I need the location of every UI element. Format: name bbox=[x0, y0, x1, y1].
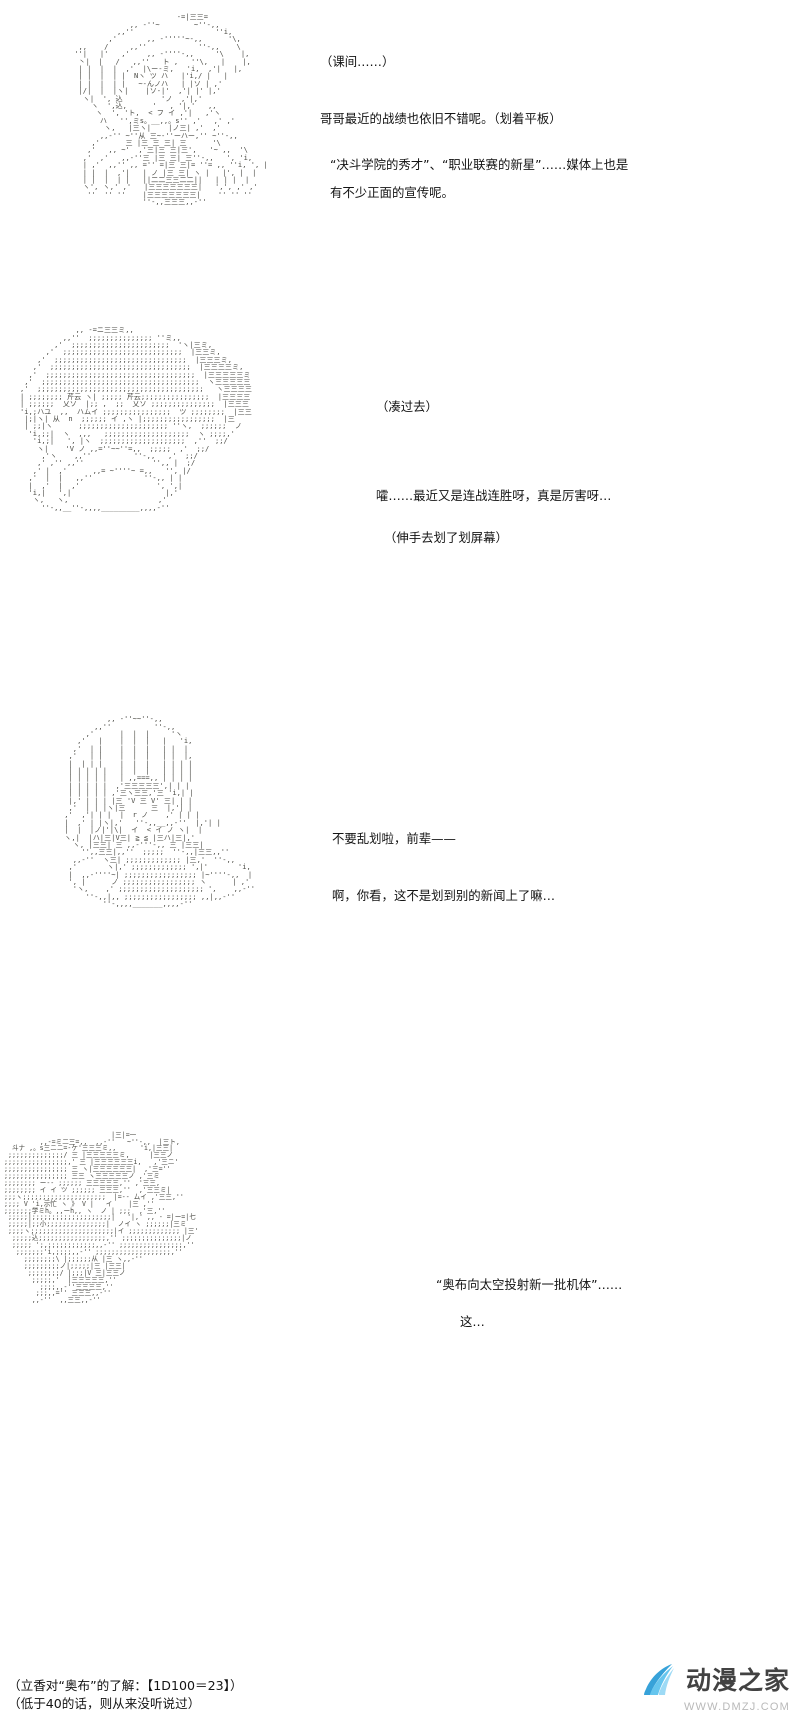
panel-3-dialogue-line-2: 啊，你看，这不是划到别的新闻上了嘛… bbox=[332, 888, 556, 903]
panel-2-dialogue-line-1: （凑过去） bbox=[376, 399, 438, 414]
panel-3: ,, -''~~''-,, ,,'' ''-,, ,' | | | 'ヽ ,' … bbox=[0, 700, 800, 1100]
footer-note: （立香对“奥布”的了解：【1D100＝23】） （低于40的话，则从来没听说过） bbox=[8, 1677, 243, 1713]
footer-line-2: （低于40的话，则从来没听说过） bbox=[8, 1696, 201, 1711]
ascii-art-girl-with-tablet: -=|三三= ,, -''~ ~''-,, ,,'' ''i, ,' ,, -'… bbox=[74, 12, 268, 207]
ascii-art-girl-leaning-in: ,, -=ニ三三ミ,, ,,'' ;;;;;;;;;;;;;;; ''ミ,, ,… bbox=[20, 325, 252, 512]
watermark-url: WWW.DMZJ.COM bbox=[683, 1701, 790, 1713]
panel-4-dialogue-line-1: “奥布向太空投射新一批机体”…… bbox=[436, 1277, 623, 1292]
panel-1-dialogue-line-3: “决斗学院的秀才”、“职业联赛的新星”……媒体上也是 bbox=[330, 157, 629, 172]
panel-4: |三|=一 ,,-=ミ二三=,, ,,-'' ~''-,, |三ト, 斗ナ ,。… bbox=[0, 1115, 800, 1575]
panel-1-dialogue-line-4: 有不少正面的宣传呢。 bbox=[330, 185, 454, 200]
panel-1-dialogue-line-1: （课间……） bbox=[320, 54, 395, 69]
panel-4-dialogue-line-2: 这… bbox=[460, 1314, 485, 1329]
watermark: 动漫之家 bbox=[639, 1659, 790, 1699]
panel-1: -=|三三= ,, -''~ ~''-,, ,,'' ''i, ,' ,, -'… bbox=[0, 0, 800, 310]
panel-3-dialogue-line-1: 不要乱划啦，前辈—— bbox=[332, 831, 456, 846]
panel-2: ,, -=ニ三三ミ,, ,,'' ;;;;;;;;;;;;;;; ''ミ,, ,… bbox=[0, 315, 800, 685]
panel-1-dialogue-line-2: 哥哥最近的战绩也依旧不错呢。（划着平板） bbox=[320, 111, 562, 126]
watermark-brand: 动漫之家 bbox=[685, 1666, 790, 1695]
feather-wing-icon bbox=[639, 1659, 679, 1699]
footer-line-1: （立香对“奥布”的了解：【1D100＝23】） bbox=[8, 1678, 243, 1693]
panel-2-dialogue-line-3: （伸手去划了划屏幕） bbox=[384, 530, 508, 545]
panel-2-dialogue-line-2: 嚯……最近又是连战连胜呀，真是厉害呀… bbox=[376, 488, 612, 503]
ascii-art-news-broadcast: |三|=一 ,,-=ミ二三=,, ,,-'' ~''-,, |三ト, 斗ナ ,。… bbox=[4, 1130, 199, 1305]
ascii-art-boy-annoyed: ,, -''~~''-,, ,,'' ''-,, ,' | | | 'ヽ ,' … bbox=[64, 714, 256, 909]
